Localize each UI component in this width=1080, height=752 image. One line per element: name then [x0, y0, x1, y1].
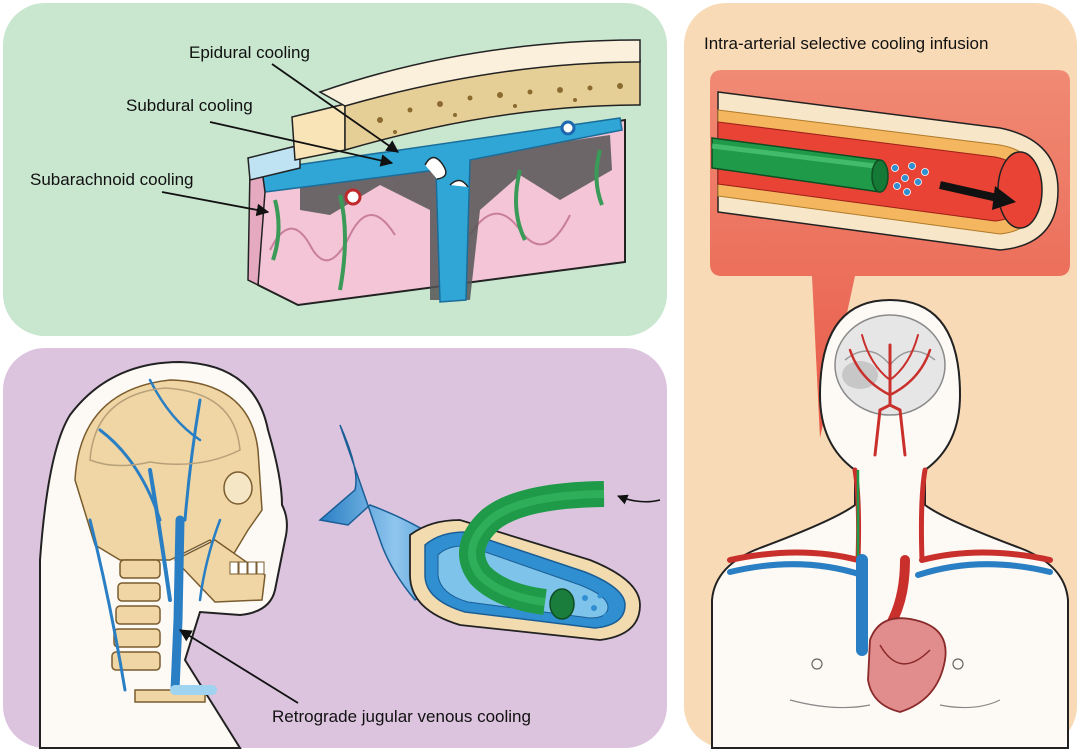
epidural-leader-line [271, 63, 400, 153]
intra-arterial-label: Intra-arterial selective cooling infusio… [704, 34, 988, 53]
intra-arterial-cooling-panel: Intra-arterial selective cooling infusio… [684, 3, 1077, 749]
meningeal-cooling-panel: Epidural cooling Subdural cooling Subara… [3, 3, 667, 336]
subarachnoid-label: Subarachnoid cooling [30, 170, 194, 189]
subarachnoid-leader-line [161, 191, 270, 217]
subdural-leader-line [209, 121, 394, 167]
head-profile-illustration [39, 360, 288, 749]
retrograde-leader-line [178, 629, 299, 704]
epidural-label: Epidural cooling [189, 43, 310, 62]
torso-vasculature-illustration [711, 298, 1069, 749]
jugular-vessel-catheter-illustration [318, 424, 661, 641]
subdural-label: Subdural cooling [126, 96, 253, 115]
jugular-cooling-panel: Retrograde jugular venous cooling [3, 348, 667, 749]
artery-catheter-illustration [711, 91, 1059, 251]
meninges-cross-section [247, 39, 641, 307]
retrograde-label: Retrograde jugular venous cooling [272, 707, 531, 726]
